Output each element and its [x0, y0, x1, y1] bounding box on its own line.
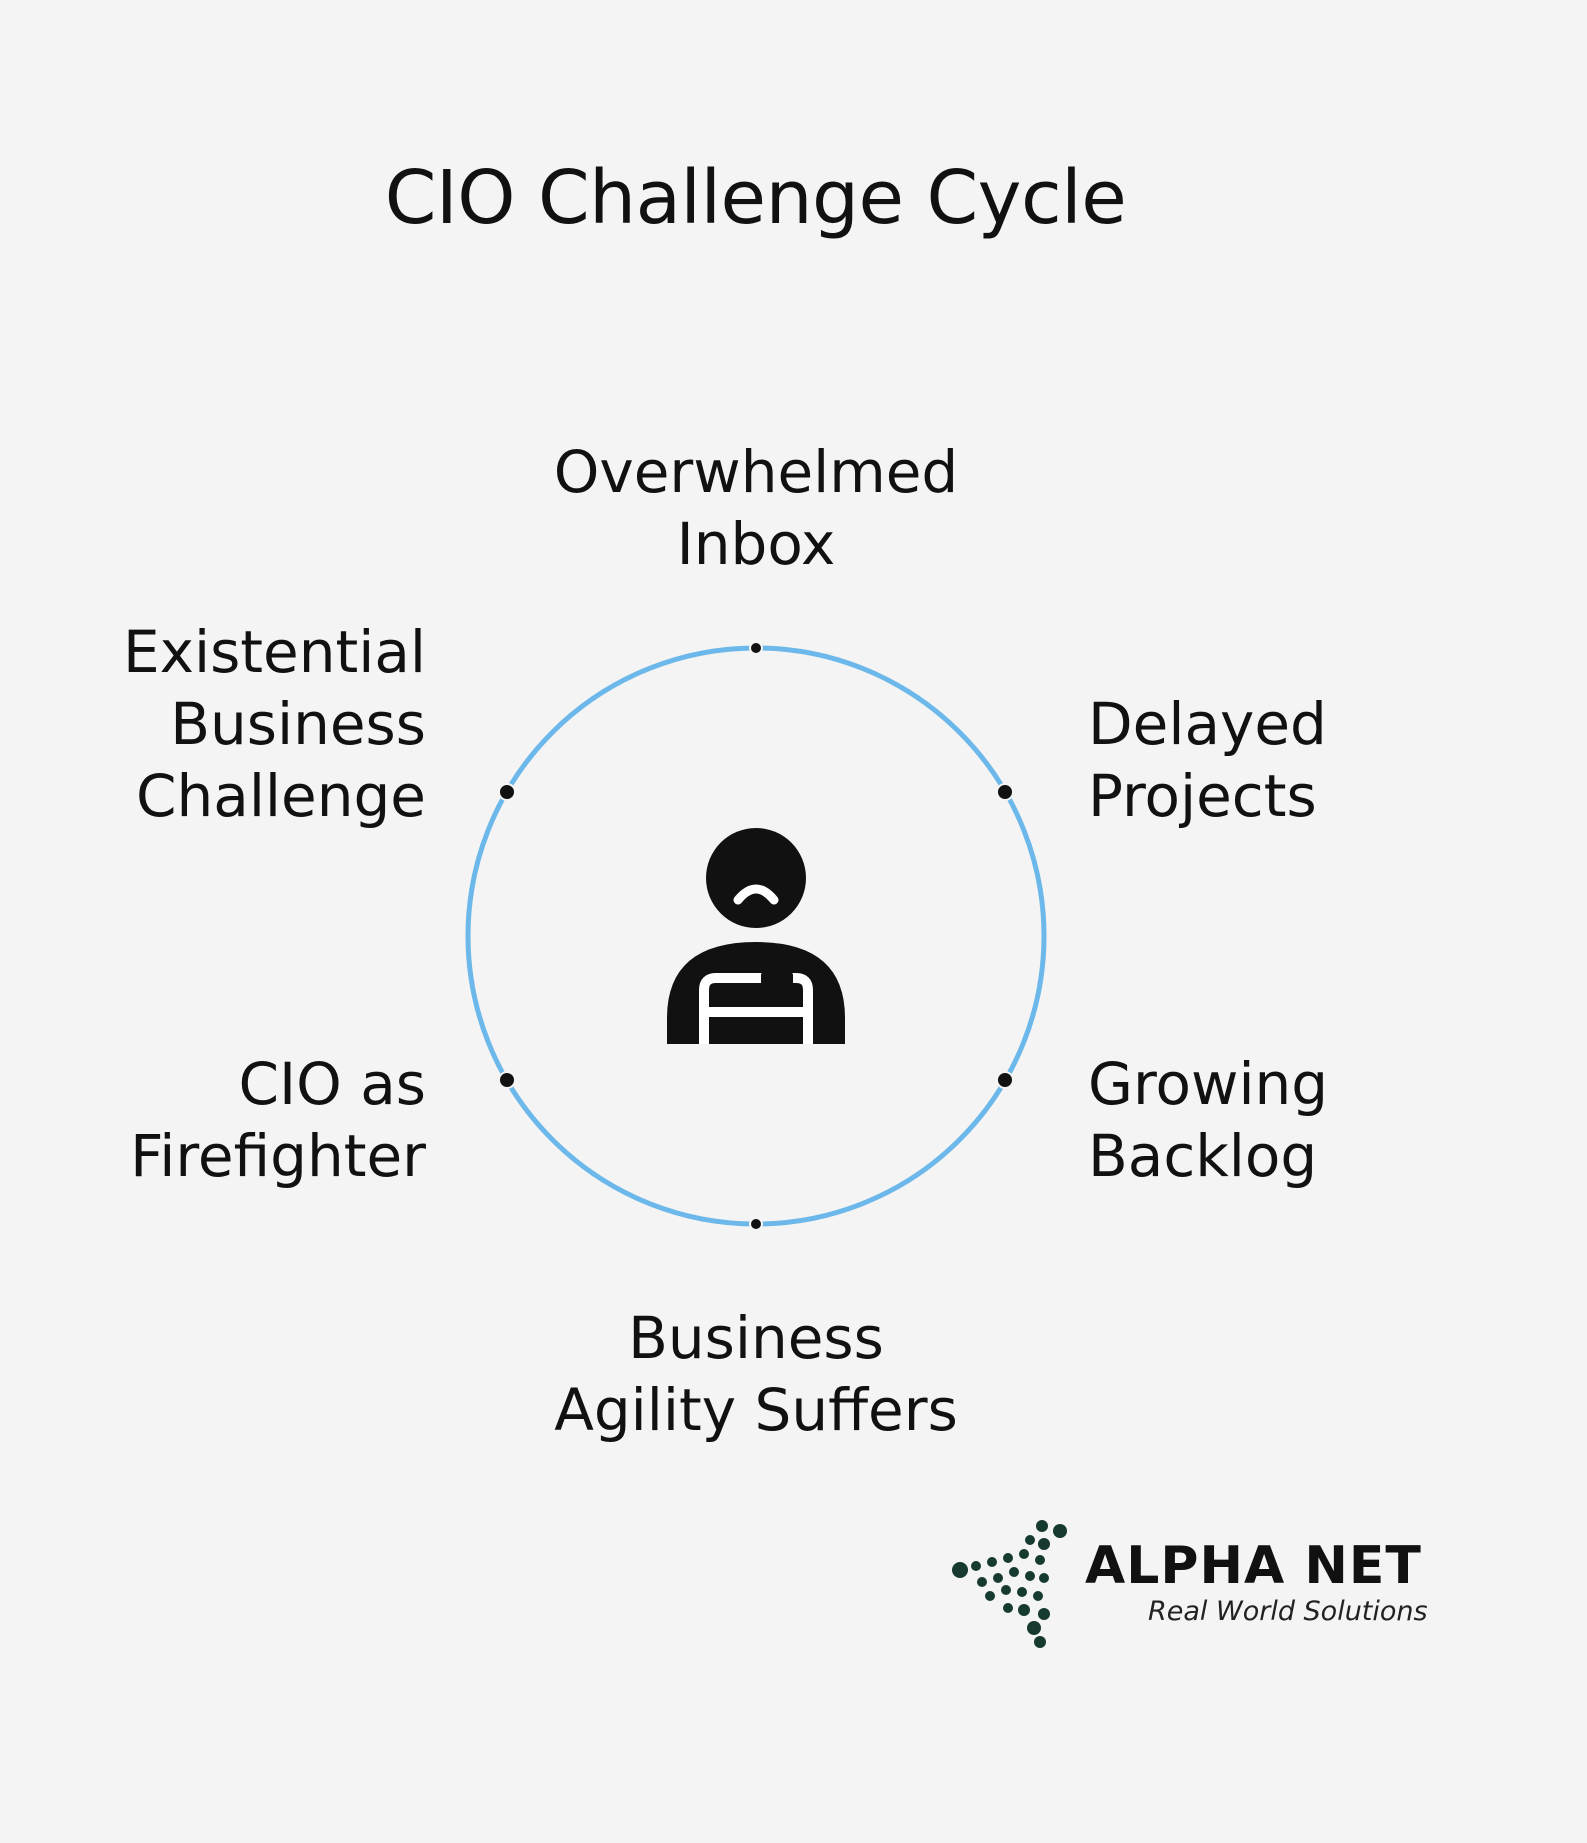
stage-label-business-agility: Business Agility Suffers — [554, 1304, 958, 1444]
stage-label-overwhelmed-inbox: Overwhelmed Inbox — [553, 438, 959, 578]
cycle-nodes — [498, 641, 1014, 1231]
stage-label-growing-backlog: Growing Backlog — [1088, 1050, 1329, 1190]
node-cio-firefighter — [498, 1071, 516, 1089]
page-title: CIO Challenge Cycle — [384, 155, 1127, 241]
logo-name: ALPHA NET — [1085, 1536, 1422, 1596]
node-growing-backlog — [996, 1071, 1014, 1089]
dot-triangle-logo-icon — [952, 1520, 1067, 1648]
logo-tagline: Real World Solutions — [1148, 1596, 1428, 1627]
node-business-agility — [749, 1217, 763, 1231]
stage-label-cio-firefighter: CIO as Firefighter — [130, 1050, 426, 1190]
stage-label-existential-challenge: Existential Business Challenge — [123, 618, 426, 830]
node-delayed-projects — [996, 783, 1014, 801]
stage-label-delayed-projects: Delayed Projects — [1088, 690, 1327, 830]
node-existential-challenge — [498, 783, 516, 801]
frustrated-person-at-desk-icon — [667, 828, 845, 1044]
node-overwhelmed-inbox — [749, 641, 763, 655]
cycle-ring — [465, 645, 1047, 1227]
